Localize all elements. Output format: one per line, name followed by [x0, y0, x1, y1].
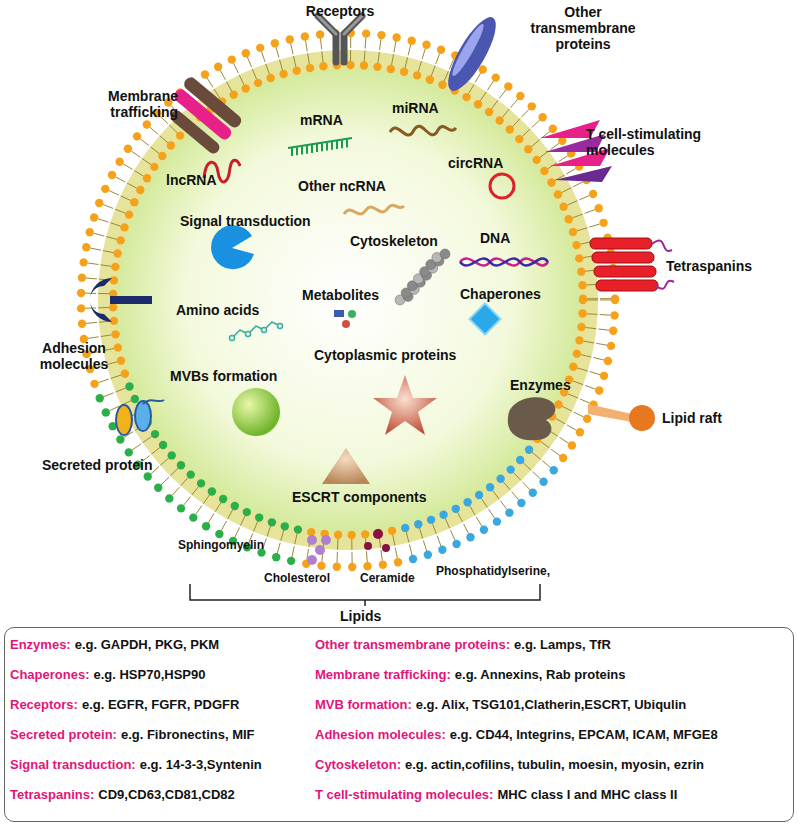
category-heading: Cytoskeleton: — [315, 757, 401, 772]
part-label: ESCRT components — [292, 489, 427, 505]
category-heading: Secreted protein: — [10, 727, 117, 742]
description-row: Other transmembrane proteins: e.g. Lamps,… — [315, 637, 611, 653]
description-row: Chaperones: e.g. HSP70,HSP90 — [10, 667, 205, 683]
transmembrane-protein-icon — [440, 11, 505, 97]
category-examples: e.g. CD44, Integrins, EPCAM, ICAM, MFGE8 — [450, 727, 718, 742]
category-heading: Receptors: — [10, 697, 78, 712]
category-heading: Chaperones: — [10, 667, 89, 682]
part-label: lncRNA — [166, 172, 217, 188]
escrt-icon — [322, 448, 370, 484]
lipid-raft-icon — [588, 404, 655, 431]
mvb-icon — [232, 388, 280, 436]
amino-acid-icon — [230, 322, 283, 341]
description-row: Receptors: e.g. EGFR, FGFR, PDGFR — [10, 697, 239, 713]
description-row: Enzymes: e.g. GAPDH, PKG, PKM — [10, 637, 219, 653]
category-examples: e.g. GAPDH, PKG, PKM — [75, 637, 219, 652]
description-row: MVB formation: e.g. Alix, TSG101,Clatheri… — [315, 697, 686, 713]
dna-icon — [460, 259, 548, 266]
description-box: Enzymes: e.g. GAPDH, PKG, PKM Other transm… — [4, 627, 794, 822]
category-heading: Tetraspanins: — [10, 787, 94, 802]
category-heading: MVB formation: — [315, 697, 412, 712]
trafficking-icon — [168, 75, 244, 156]
part-label: Tetraspanins — [666, 258, 752, 274]
circrna-icon — [490, 174, 514, 198]
description-row: Secreted protein: e.g. Fibronectins, MIF — [10, 727, 255, 743]
part-label: DNA — [480, 230, 510, 246]
mrna-icon — [288, 138, 352, 156]
category-examples: e.g. HSP70,HSP90 — [93, 667, 205, 682]
description-row: Membrane trafficking: e.g. Annexins, Rab … — [315, 667, 626, 683]
adhesion-molecule-icon — [90, 278, 152, 322]
secreted-protein-icon — [116, 400, 164, 435]
part-label: Other ncRNA — [298, 178, 386, 194]
part-label: miRNA — [392, 100, 439, 116]
part-label: Signal transduction — [180, 213, 311, 229]
part-label: Sphingomyelin — [178, 537, 264, 553]
part-label: Ceramide — [360, 570, 415, 586]
part-label: Metabolites — [302, 287, 379, 303]
category-examples: e.g. 14-3-3,Syntenin — [140, 757, 262, 772]
ncrna-icon — [344, 205, 404, 214]
description-row: Cytoskeleton: e.g. actin,cofilins, tubuli… — [315, 757, 704, 773]
part-label: Enzymes — [510, 377, 571, 393]
part-label: Cytoplasmic proteins — [314, 347, 456, 363]
category-examples: e.g. EGFR, FGFR, PDGFR — [82, 697, 239, 712]
category-heading: Other transmembrane proteins: — [315, 637, 510, 652]
part-label: circRNA — [448, 155, 503, 171]
chaperone-icon — [469, 303, 500, 334]
category-heading: Enzymes: — [10, 637, 71, 652]
lipids-bracket — [190, 584, 540, 606]
metabolite-icon — [334, 310, 356, 328]
part-label: Membrane trafficking — [78, 88, 178, 120]
part-label: Amino acids — [176, 302, 259, 318]
part-label: MVBs formation — [170, 368, 277, 384]
category-examples: MHC class I and MHC class II — [497, 787, 677, 802]
mirna-icon — [390, 126, 456, 135]
category-heading: Membrane trafficking: — [315, 667, 451, 682]
description-row: Adhesion molecules: e.g. CD44, Integrins,… — [315, 727, 718, 743]
part-label: Phosphatidylserine, — [436, 563, 550, 579]
part-label: Other transmembrane proteins — [528, 4, 638, 52]
description-row: T cell-stimulating molecules: MHC class I… — [315, 787, 677, 803]
part-label: Secreted protein — [42, 457, 152, 473]
category-examples: CD9,CD63,CD81,CD82 — [98, 787, 235, 802]
category-heading: Signal transduction: — [10, 757, 136, 772]
enzyme-icon — [508, 397, 556, 440]
category-examples: e.g. Fibronectins, MIF — [121, 727, 255, 742]
cytoplasmic-protein-icon — [373, 375, 437, 435]
part-label: mRNA — [300, 112, 343, 128]
category-examples: e.g. Annexins, Rab proteins — [455, 667, 626, 682]
category-heading: T cell-stimulating molecules: — [315, 787, 493, 802]
cytoskeleton-icon — [395, 249, 450, 305]
tetraspanin-icon — [590, 238, 674, 291]
part-label: Adhesion molecules — [28, 340, 120, 372]
description-row: Signal transduction: e.g. 14-3-3,Syntenin — [10, 757, 262, 773]
part-label: Chaperones — [460, 286, 541, 302]
part-label: Cholesterol — [264, 570, 330, 586]
category-examples: e.g. Lamps, TfR — [514, 637, 611, 652]
lipid-icons — [307, 529, 390, 565]
part-label: Lipid raft — [662, 410, 722, 426]
receptor-icon — [318, 16, 362, 62]
part-label: Receptors — [300, 3, 380, 19]
category-examples: e.g. actin,cofilins, tubulin, moesin, my… — [405, 757, 704, 772]
category-heading: Adhesion molecules: — [315, 727, 446, 742]
category-examples: e.g. Alix, TSG101,Clatherin,ESCRT, Ubiqu… — [416, 697, 686, 712]
part-label: T cell-stimulating molecules — [586, 126, 726, 158]
part-label: Lipids — [340, 608, 381, 624]
description-row: Tetraspanins: CD9,CD63,CD81,CD82 — [10, 787, 235, 803]
signal-transduction-icon — [211, 225, 254, 269]
part-label: Cytoskeleton — [350, 233, 438, 249]
